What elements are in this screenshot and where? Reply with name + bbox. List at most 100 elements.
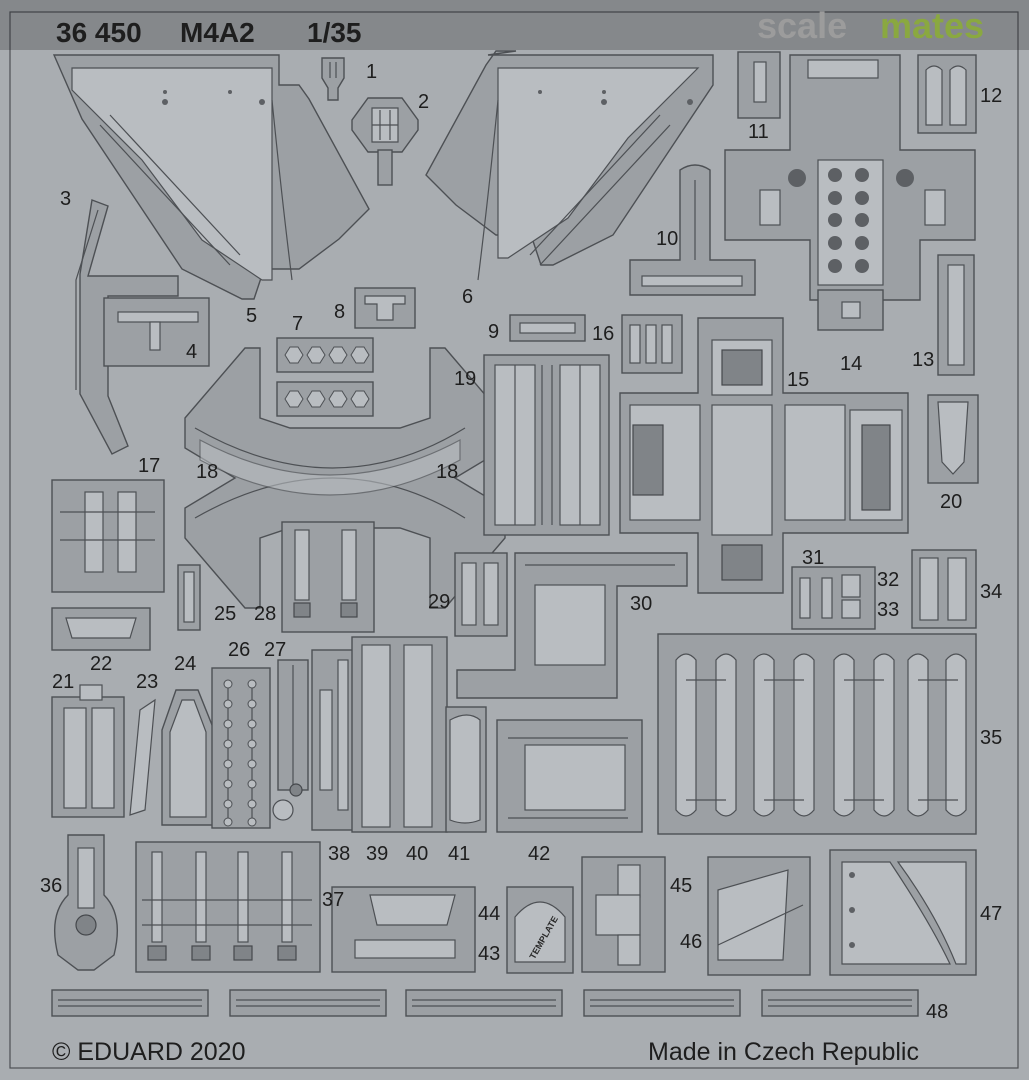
part-1 — [321, 57, 345, 101]
label-36: 36 — [40, 875, 62, 897]
part-35 — [657, 633, 977, 835]
label-18-right: 18 — [436, 461, 458, 483]
label-45: 45 — [670, 875, 692, 897]
label-41: 41 — [448, 843, 470, 865]
part-37 — [135, 841, 321, 973]
label-15: 15 — [787, 369, 809, 391]
part-10 — [629, 164, 756, 296]
part-23 — [129, 698, 156, 816]
part-27 — [272, 659, 309, 821]
part-2 — [351, 97, 419, 186]
label-18-left: 18 — [196, 461, 218, 483]
header-band — [0, 0, 1029, 50]
part-17 — [51, 479, 165, 593]
label-2: 2 — [418, 91, 429, 113]
label-6: 6 — [462, 286, 473, 308]
watermark-part2: mates — [880, 5, 984, 46]
origin-text: Made in Czech Republic — [648, 1038, 919, 1066]
part-45 — [581, 856, 666, 973]
label-44: 44 — [478, 903, 500, 925]
part-38 — [311, 649, 355, 831]
part-8 — [354, 287, 416, 329]
label-13: 13 — [912, 349, 934, 371]
part-5 — [52, 54, 370, 300]
label-33: 33 — [877, 599, 899, 621]
part-6 — [425, 50, 714, 281]
part-48 — [51, 989, 919, 1017]
part-42 — [496, 719, 643, 833]
part-20 — [927, 394, 979, 484]
label-11: 11 — [748, 121, 769, 143]
part-30 — [456, 552, 688, 699]
label-47: 47 — [980, 903, 1002, 925]
product-code: 36 450 — [56, 17, 142, 48]
label-37: 37 — [322, 889, 344, 911]
label-1: 1 — [366, 61, 377, 83]
label-23: 23 — [136, 671, 158, 693]
part-26 — [211, 667, 271, 829]
parts-43-44 — [331, 886, 476, 973]
label-31: 31 — [802, 547, 824, 569]
part-13 — [937, 254, 975, 376]
part-22 — [51, 607, 151, 651]
parts-31-33 — [791, 566, 876, 630]
label-21: 21 — [52, 671, 74, 693]
label-25: 25 — [214, 603, 236, 625]
label-12: 12 — [980, 85, 1002, 107]
label-26: 26 — [228, 639, 250, 661]
part-7 — [276, 337, 374, 417]
part-16 — [621, 314, 683, 374]
label-3: 3 — [60, 188, 71, 210]
part-47 — [829, 849, 977, 976]
part-19 — [483, 354, 610, 536]
label-20: 20 — [940, 491, 962, 513]
part-14 — [724, 54, 976, 331]
label-16: 16 — [592, 323, 614, 345]
label-48: 48 — [926, 1001, 948, 1023]
label-28: 28 — [254, 603, 276, 625]
label-29: 29 — [428, 591, 450, 613]
label-24: 24 — [174, 653, 196, 675]
model-name: M4A2 — [180, 17, 255, 48]
label-19: 19 — [454, 368, 476, 390]
part-41 — [445, 706, 487, 833]
label-42: 42 — [528, 843, 550, 865]
part-36 — [53, 834, 119, 971]
label-7: 7 — [292, 313, 303, 335]
scale-label: 1/35 — [307, 17, 362, 48]
label-35: 35 — [980, 727, 1002, 749]
label-40: 40 — [406, 843, 428, 865]
label-5: 5 — [246, 305, 257, 327]
part-24 — [161, 689, 215, 826]
label-39: 39 — [366, 843, 388, 865]
label-46: 46 — [680, 931, 702, 953]
label-10: 10 — [656, 228, 678, 250]
template-part: TEMPLATE — [506, 886, 574, 974]
label-34: 34 — [980, 581, 1002, 603]
part-46 — [707, 856, 811, 976]
label-27: 27 — [264, 639, 286, 661]
label-4: 4 — [186, 341, 197, 363]
part-11 — [737, 51, 781, 119]
label-32: 32 — [877, 569, 899, 591]
label-8: 8 — [334, 301, 345, 323]
label-43: 43 — [478, 943, 500, 965]
label-38: 38 — [328, 843, 350, 865]
part-28 — [281, 521, 375, 633]
part-25 — [177, 564, 201, 631]
watermark-part1: scale — [757, 5, 847, 46]
part-21 — [51, 684, 125, 818]
part-12 — [917, 54, 977, 134]
label-22: 22 — [90, 653, 112, 675]
copyright-text: © EDUARD 2020 — [52, 1038, 246, 1066]
part-34 — [911, 549, 977, 629]
part-number-labels: 1 2 3 4 5 6 7 8 9 10 11 12 13 14 15 16 1… — [40, 61, 1002, 1023]
part-29 — [454, 552, 508, 637]
part-4 — [103, 297, 210, 367]
part-15 — [619, 317, 909, 594]
fret-frame — [9, 11, 1019, 1069]
part-9 — [509, 314, 586, 342]
part-18 — [184, 347, 506, 609]
scalemates-watermark: scale mates — [757, 5, 984, 46]
